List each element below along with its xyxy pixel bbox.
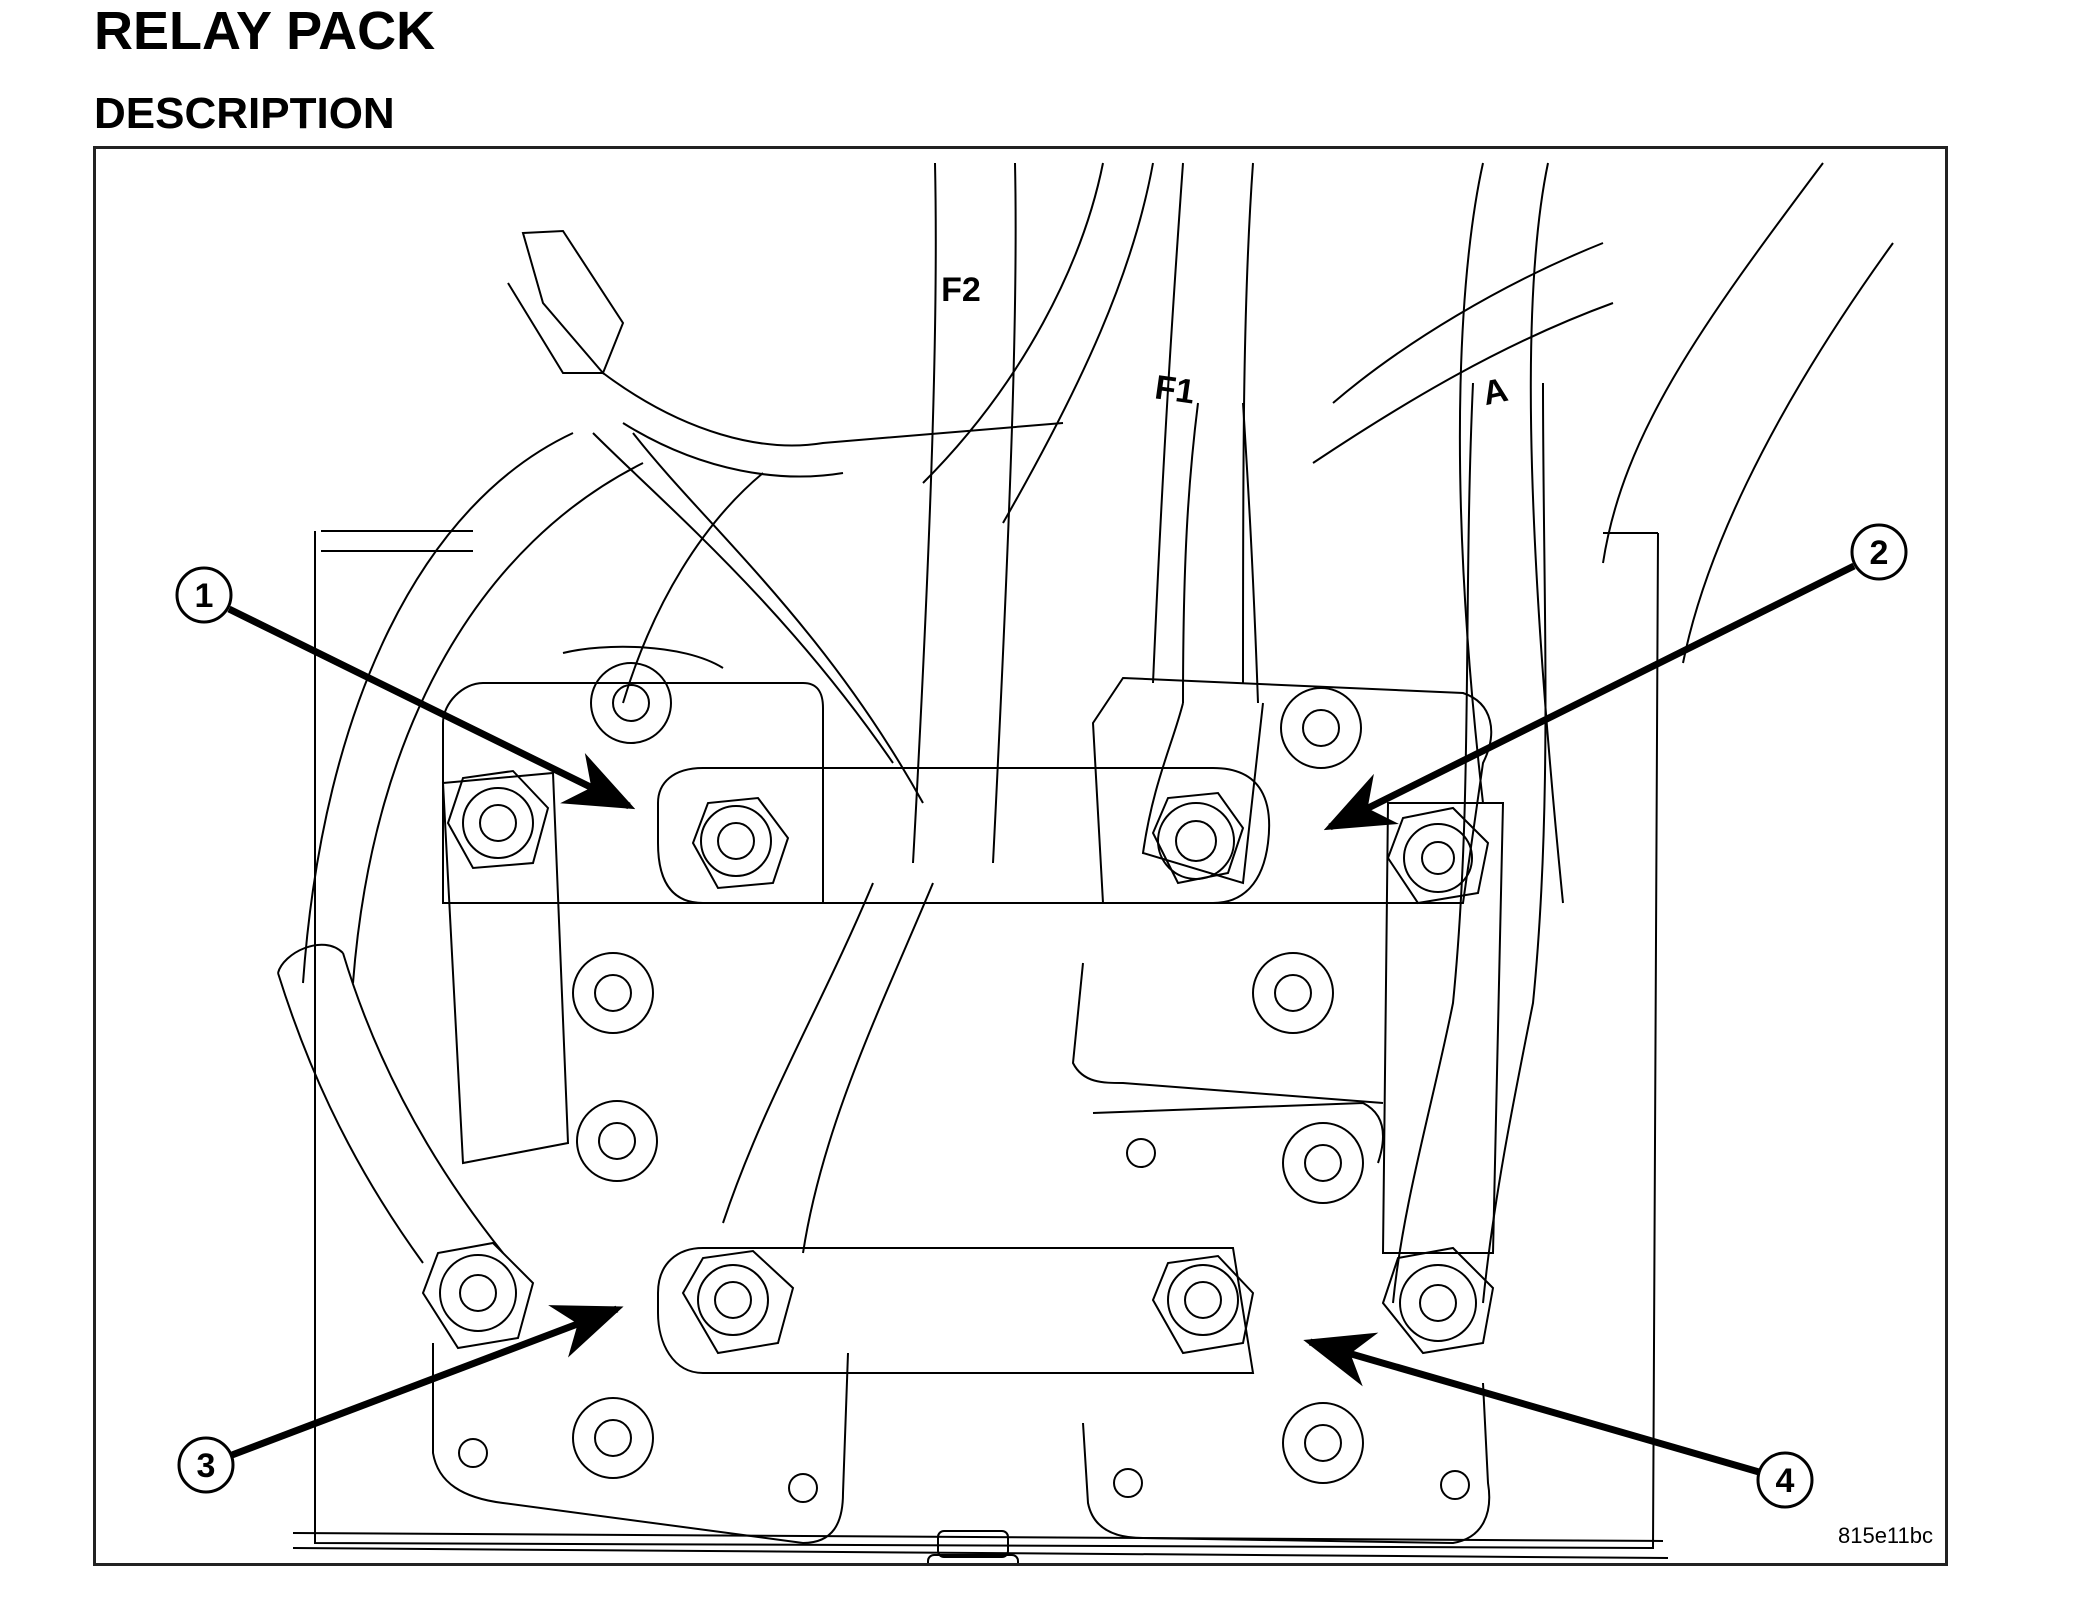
cable-label-f2: F2 [941,271,981,309]
callout-3: 3 [177,1305,624,1494]
stud-upper-right [1381,802,1505,1254]
stud-lower-left [421,1241,535,1350]
figure-id: 815e11bc [1837,1523,1933,1548]
cable-a [1392,382,1547,1304]
callout-4-number: 4 [1776,1462,1795,1500]
cable-label-f1: F1 [1153,368,1198,411]
lower-bus-bar [657,1247,1255,1374]
section-heading: DESCRIPTION [94,89,395,138]
callout-1-circle [175,566,233,624]
callout-2-circle [1850,523,1908,581]
callout-2-number: 2 [1870,534,1889,572]
callout-1-number: 1 [195,577,214,615]
callout-3-number: 3 [197,1447,216,1485]
cable-labels: F2 F1 A [941,271,1511,413]
callout-1-leader-arrow [227,605,636,810]
relay-upper-right [1071,676,1493,1104]
callout-2-leader-arrow [1323,562,1856,831]
callout-4-circle [1756,1451,1814,1509]
relay-lower-right [1082,1101,1491,1545]
relay-pack-illustration: F2 F1 A 1 2 3 4 815e11bc [93,146,1948,1566]
stud-upper-left [441,769,570,1165]
callout-4: 4 [1303,1332,1814,1509]
mounting-bracket [292,530,1669,1563]
callout-3-circle [177,1436,235,1494]
stud-lower-right [1381,1246,1495,1355]
callout-1: 1 [175,566,636,810]
relay-pack-drawing: F2 F1 A 1 2 3 4 [175,162,1908,1563]
relay-lower-left [432,952,849,1545]
callout-4-leader-arrow [1303,1332,1760,1476]
upper-bus-bar [657,767,1271,904]
page-title: RELAY PACK [94,1,436,61]
relay-upper-left [442,645,824,904]
line-art [277,162,1894,1563]
cable-lower-left [277,943,504,1264]
cable-f1 [1141,402,1264,885]
cable-label-a: A [1479,371,1511,413]
wire-harness [302,162,1894,984]
callout-2: 2 [1323,523,1908,831]
cable-center [722,882,934,1254]
callout-3-leader-arrow [230,1305,624,1459]
